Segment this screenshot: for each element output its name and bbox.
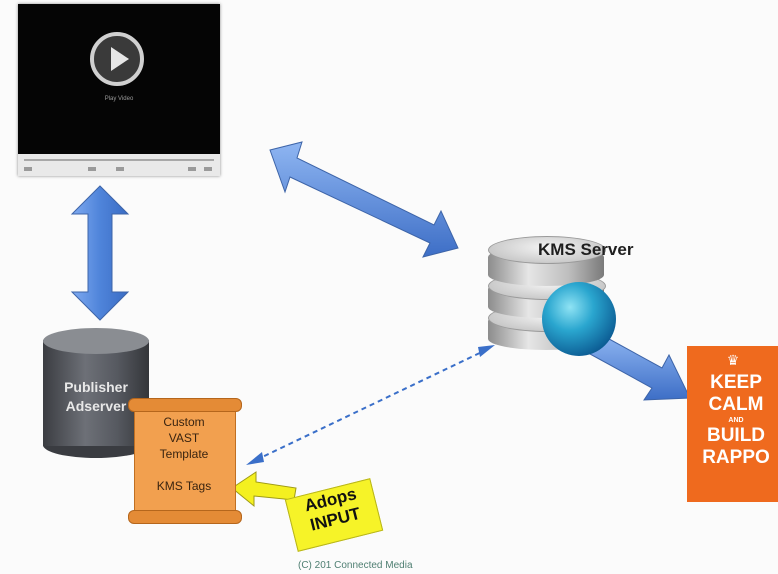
scroll-line-1: Custom — [163, 415, 205, 429]
scroll-kms-dashed-arrow — [255, 349, 487, 461]
adserver-label-line2: Adserver — [65, 398, 127, 414]
crown-icon: ♛ — [726, 352, 740, 368]
keep-calm-poster: ♛ — [687, 346, 778, 502]
scroll-roll-top — [128, 398, 242, 412]
dashed-arrowhead-right — [478, 345, 495, 357]
globe-icon — [542, 282, 616, 356]
scroll-roll-bottom — [128, 510, 242, 524]
poster-line-3: AND — [728, 417, 744, 424]
poster-line-4: BUILD — [706, 425, 766, 446]
poster-line-2: CALM — [708, 394, 764, 415]
poster-line-5: RAPPO — [702, 447, 770, 468]
scroll-line-4: KMS Tags — [156, 479, 212, 493]
dashed-arrowhead-left — [246, 452, 264, 465]
video-player[interactable]: Play Video — [18, 4, 220, 176]
settings-icon[interactable] — [188, 167, 196, 171]
scroll-line-3: Template — [159, 447, 209, 461]
publisher-adserver-cylinder — [43, 328, 149, 460]
player-adserver-arrow — [70, 185, 130, 321]
scroll-text: Custom VAST Template KMS Tags — [136, 414, 232, 494]
play-icon[interactable] — [90, 32, 144, 86]
player-kms-arrow — [269, 141, 459, 258]
adops-scroll-arrow — [231, 471, 297, 508]
play-pause-icon[interactable] — [24, 167, 32, 171]
scroll-line-2: VAST — [168, 431, 200, 445]
volume-icon[interactable] — [88, 167, 96, 171]
vast-template-scroll — [128, 398, 242, 524]
poster-line-1: KEEP — [710, 372, 762, 393]
seek-bar[interactable] — [24, 159, 214, 161]
kms-server-label: KMS Server — [538, 240, 634, 259]
fullscreen-icon[interactable] — [204, 167, 212, 171]
captions-icon[interactable] — [116, 167, 124, 171]
cylinder-body — [43, 340, 149, 446]
kms-poster-arrow — [589, 333, 691, 401]
adserver-label-line1: Publisher — [64, 379, 128, 395]
player-control-bar — [18, 154, 220, 176]
server-disk-1-top — [488, 236, 606, 264]
play-video-label: Play Video — [104, 96, 134, 102]
copyright-credit: (C) 201 Connected Media — [298, 560, 413, 571]
poster-text: KEEP CALM AND BUILD RAPPO — [687, 372, 778, 469]
publisher-adserver-label: Publisher Adserver — [43, 378, 149, 416]
cylinder-top — [43, 328, 149, 354]
scroll-sheet — [134, 406, 236, 516]
